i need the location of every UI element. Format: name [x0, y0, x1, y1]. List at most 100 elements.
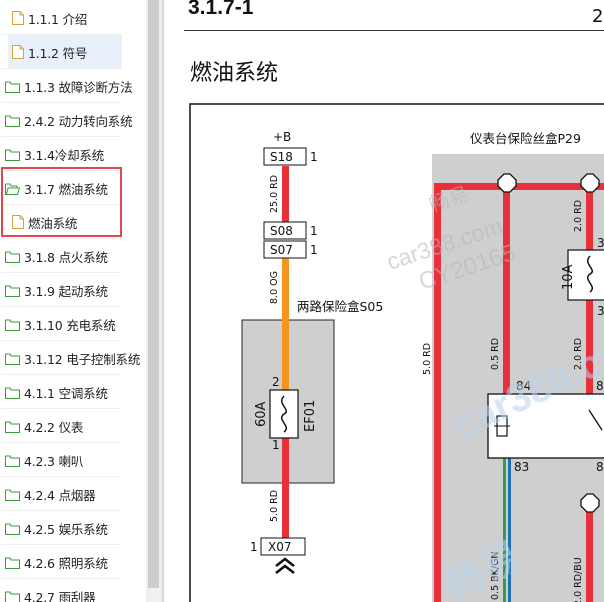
- row-separator: [1, 578, 121, 579]
- folder-icon: [5, 115, 20, 127]
- row-separator: [1, 102, 121, 103]
- svg-text:84: 84: [516, 379, 531, 393]
- svg-text:8.0 OG: 8.0 OG: [269, 271, 280, 304]
- connector-s07: S07 1: [263, 240, 318, 259]
- sidebar-item-label: 4.1.1 空调系统: [24, 385, 108, 401]
- sidebar-item[interactable]: 3.1.10 充电系统: [0, 307, 116, 341]
- title-rule: [184, 30, 604, 31]
- sidebar-item[interactable]: 1.1.1 介绍: [8, 1, 87, 35]
- folder-icon: [5, 251, 20, 263]
- diagram-frame: [189, 103, 604, 602]
- connector-s18: S18 1: [263, 147, 318, 166]
- sidebar-item-label: 4.2.7 雨刮器: [24, 589, 96, 602]
- row-separator: [1, 272, 121, 273]
- sidebar-item[interactable]: 4.1.1 空调系统: [0, 375, 108, 409]
- connector-s08: S08 1: [263, 221, 318, 240]
- sidebar-item[interactable]: 4.2.6 照明系统: [0, 545, 108, 579]
- wiring-diagram: 2 +B 仪表台保险丝盒P29 两路保险盒S05 S18 1 S08 1 S07…: [189, 6, 604, 602]
- row-separator: [1, 510, 121, 511]
- sidebar-item[interactable]: 3.1.8 点火系统: [0, 239, 108, 273]
- svg-text:8: 8: [596, 379, 604, 393]
- sidebar-item[interactable]: 3.1.12 电子控制系统: [0, 341, 140, 375]
- folder-icon: [5, 319, 20, 331]
- svg-text:S07: S07: [270, 243, 293, 257]
- folder-icon: [5, 387, 20, 399]
- content-pane: 3.1.7-1 燃油系统 2 +B 仪表台保险丝盒P29 两路保险盒S05 S1…: [164, 0, 604, 602]
- two-way-fuse-box-label: 两路保险盒S05: [297, 299, 383, 314]
- svg-text:5.0 RD: 5.0 RD: [422, 343, 433, 375]
- row-separator: [1, 306, 121, 307]
- dashboard-fuse-box-label: 仪表台保险丝盒P29: [470, 131, 581, 146]
- splice-node: [497, 173, 517, 193]
- folder-icon: [5, 149, 20, 161]
- sidebar-item[interactable]: 3.1.4冷却系统: [0, 137, 104, 171]
- svg-text:3: 3: [597, 304, 604, 318]
- svg-text:1: 1: [310, 243, 318, 257]
- sidebar-item-label: 1.1.1 介绍: [28, 11, 88, 27]
- svg-text:10A: 10A: [561, 264, 576, 290]
- wire-blue: [508, 458, 511, 602]
- row-separator: [1, 34, 121, 35]
- svg-text:3: 3: [597, 236, 604, 250]
- svg-text:S08: S08: [270, 224, 293, 238]
- section-title-suffix: 2: [592, 6, 603, 27]
- svg-text:2: 2: [272, 375, 280, 389]
- dashboard-fuse-box: [432, 154, 604, 602]
- sidebar-item-label: 3.1.8 点火系统: [24, 249, 108, 265]
- wire-red-top: [282, 166, 289, 224]
- sidebar-item[interactable]: 4.2.3 喇叭: [0, 443, 83, 477]
- folder-icon: [5, 81, 20, 93]
- document-icon: [12, 215, 24, 229]
- sidebar-item-label: 2.4.2 动力转向系统: [24, 113, 133, 129]
- document-icon: [12, 45, 24, 59]
- folder-open-icon: [5, 183, 20, 195]
- sidebar-item[interactable]: 3.1.9 起动系统: [0, 273, 108, 307]
- sidebar-item-label: 燃油系统: [28, 215, 78, 231]
- sidebar-item-label: 4.2.4 点烟器: [24, 487, 96, 503]
- svg-text:2.0 RD/BU: 2.0 RD/BU: [573, 557, 584, 602]
- sidebar-item[interactable]: 1.1.3 故障诊断方法: [0, 69, 133, 103]
- connector-x07-chevron: [275, 557, 295, 567]
- svg-text:1: 1: [250, 540, 258, 554]
- sidebar-item[interactable]: 燃油系统: [8, 205, 77, 239]
- section-number: 3.1.7-1: [188, 0, 254, 19]
- sidebar-item-label: 4.2.3 喇叭: [24, 453, 84, 469]
- document-icon: [12, 11, 24, 25]
- pane-divider[interactable]: [162, 0, 164, 602]
- sidebar-item[interactable]: 4.2.7 雨刮器: [0, 579, 96, 602]
- svg-text:1: 1: [310, 150, 318, 164]
- fuse-10a: [567, 249, 604, 301]
- folder-icon: [5, 285, 20, 297]
- svg-text:2.0 RD: 2.0 RD: [573, 200, 584, 232]
- folder-icon: [5, 523, 20, 535]
- svg-text:1: 1: [272, 438, 280, 452]
- svg-text:8: 8: [596, 460, 604, 474]
- wire-red-mid-vertical: [503, 183, 510, 395]
- sidebar-item-label: 4.2.2 仪表: [24, 419, 84, 435]
- wire-red-horizontal: [434, 183, 604, 190]
- row-separator: [1, 238, 121, 239]
- sidebar-item[interactable]: 4.2.4 点烟器: [0, 477, 96, 511]
- folder-icon: [5, 353, 20, 365]
- sidebar-item-label: 4.2.6 照明系统: [24, 555, 108, 571]
- svg-text:0.5 BK/GN: 0.5 BK/GN: [490, 551, 501, 600]
- svg-text:2.0 RD: 2.0 RD: [573, 338, 584, 370]
- folder-icon: [5, 421, 20, 433]
- sidebar-scrollbar-thumb[interactable]: [148, 0, 159, 588]
- sidebar-item[interactable]: 4.2.2 仪表: [0, 409, 83, 443]
- annotation-highlight-box: [1, 167, 122, 237]
- folder-icon: [5, 489, 20, 501]
- folder-icon: [5, 557, 20, 569]
- wire-orange: [282, 258, 289, 392]
- row-separator: [1, 374, 121, 375]
- wire-red-left-vertical: [434, 183, 441, 602]
- sidebar-item-label: 3.1.10 充电系统: [24, 317, 116, 333]
- row-separator: [1, 476, 121, 477]
- sidebar-item[interactable]: 1.1.2 符号: [8, 35, 122, 69]
- svg-text:25.0 RD: 25.0 RD: [269, 175, 280, 213]
- sidebar-item[interactable]: 3.1.7 燃油系统: [0, 171, 108, 205]
- sidebar-item[interactable]: 4.2.5 娱乐系统: [0, 511, 108, 545]
- sidebar-item-label: 3.1.4冷却系统: [24, 147, 105, 163]
- sidebar-item[interactable]: 2.4.2 动力转向系统: [0, 103, 133, 137]
